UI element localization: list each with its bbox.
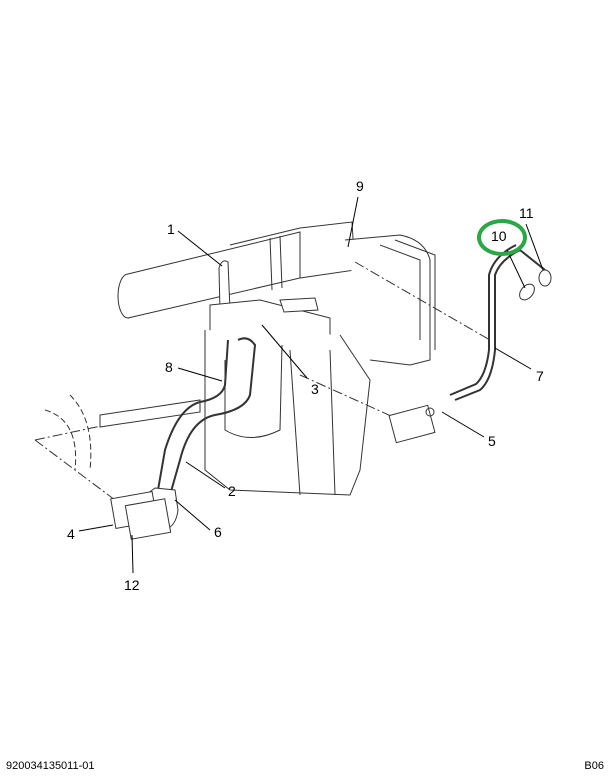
highlight-ring-callout-10 bbox=[477, 219, 527, 256]
callout-9[interactable]: 9 bbox=[356, 178, 364, 194]
callout-3[interactable]: 3 bbox=[311, 381, 319, 397]
callout-10[interactable]: 10 bbox=[491, 228, 507, 244]
callout-12[interactable]: 12 bbox=[124, 577, 140, 593]
page-code: B06 bbox=[584, 760, 604, 772]
callout-6[interactable]: 6 bbox=[214, 524, 222, 540]
callout-4[interactable]: 4 bbox=[67, 526, 75, 542]
callout-8[interactable]: 8 bbox=[165, 359, 173, 375]
callout-5[interactable]: 5 bbox=[488, 433, 496, 449]
part-number: 920034135011-01 bbox=[6, 760, 95, 772]
callout-7[interactable]: 7 bbox=[536, 368, 544, 384]
callout-2[interactable]: 2 bbox=[228, 483, 236, 499]
callout-11[interactable]: 11 bbox=[519, 205, 534, 221]
callout-1[interactable]: 1 bbox=[167, 221, 175, 237]
